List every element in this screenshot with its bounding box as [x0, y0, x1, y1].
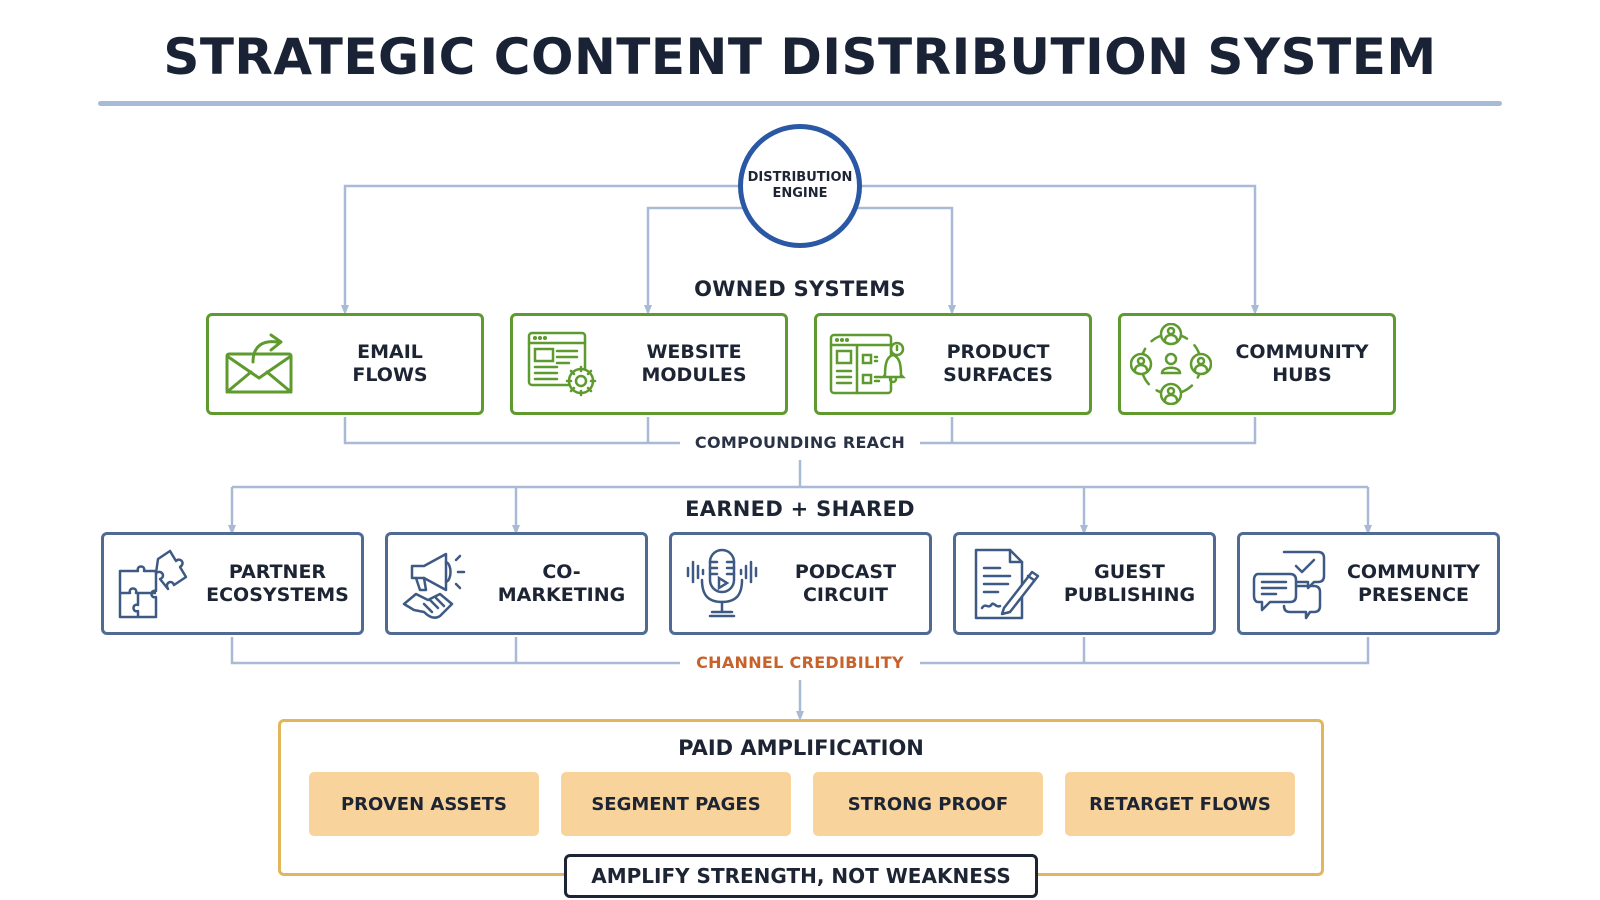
connector-engine-email: [341, 184, 740, 315]
compounding-reach-label: COMPOUNDING REACH: [686, 433, 914, 452]
people-network-icon: [1121, 316, 1221, 412]
connector-earned-merge-right: [920, 637, 1370, 665]
document-pen-icon: [956, 535, 1056, 632]
title-divider: [98, 101, 1502, 106]
card-community-hubs[interactable]: COMMUNITY HUBS: [1118, 313, 1396, 415]
card-label: EMAIL FLOWS: [352, 341, 428, 386]
engine-label: DISTRIBUTION ENGINE: [747, 170, 853, 201]
page-title: STRATEGIC CONTENT DISTRIBUTION SYSTEM: [163, 28, 1437, 86]
chat-bubbles-icon: [1240, 535, 1340, 632]
pill-segment-pages[interactable]: SEGMENT PAGES: [561, 772, 791, 836]
pill-retarget-flows[interactable]: RETARGET FLOWS: [1065, 772, 1295, 836]
card-co-marketing[interactable]: CO-MARKETING: [385, 532, 648, 635]
paid-amplification-heading: PAID AMPLIFICATION: [678, 736, 924, 760]
owned-systems-heading: OWNED SYSTEMS: [694, 277, 906, 301]
channel-credibility-label: CHANNEL CREDIBILITY: [688, 653, 912, 672]
envelope-forward-icon: [209, 316, 309, 412]
pill-proven-assets[interactable]: PROVEN ASSETS: [309, 772, 539, 836]
pill-strong-proof[interactable]: STRONG PROOF: [813, 772, 1043, 836]
card-guest-publishing[interactable]: GUEST PUBLISHING: [953, 532, 1216, 635]
card-website-modules[interactable]: WEBSITE MODULES: [510, 313, 788, 415]
webpage-gear-icon: [513, 316, 613, 412]
card-community-presence[interactable]: COMMUNITY PRESENCE: [1237, 532, 1500, 635]
connector-engine-community-hubs: [860, 184, 1259, 315]
distribution-engine-node[interactable]: DISTRIBUTION ENGINE: [738, 124, 862, 248]
paid-amplification-panel: PAID AMPLIFICATION PROVEN ASSETS SEGMENT…: [278, 719, 1324, 876]
card-podcast-circuit[interactable]: PODCAST CIRCUIT: [669, 532, 932, 635]
card-label: PODCAST CIRCUIT: [794, 560, 897, 606]
connector-earned-merge-left: [230, 637, 680, 665]
puzzle-pieces-icon: [104, 535, 204, 632]
card-product-surfaces[interactable]: PRODUCT SURFACES: [814, 313, 1092, 415]
microphone-icon: [672, 535, 772, 632]
tagline-banner: AMPLIFY STRENGTH, NOT WEAKNESS: [564, 854, 1038, 898]
card-label: COMMUNITY PRESENCE: [1346, 560, 1481, 606]
card-partner-ecosystems[interactable]: PARTNER ECOSYSTEMS: [101, 532, 364, 635]
card-email-flows[interactable]: EMAIL FLOWS: [206, 313, 484, 415]
card-label: WEBSITE MODULES: [641, 341, 747, 386]
card-label: GUEST PUBLISHING: [1063, 560, 1196, 606]
connector-owned-merge-left: [343, 417, 680, 445]
card-label: PARTNER ECOSYSTEMS: [206, 560, 349, 606]
card-label: COMMUNITY HUBS: [1235, 341, 1369, 386]
megaphone-handshake-icon: [388, 535, 488, 632]
connector-engine-website: [644, 206, 748, 315]
connector-owned-merge-right: [920, 417, 1257, 445]
earned-shared-heading: EARNED + SHARED: [685, 497, 915, 521]
connector-engine-product: [852, 206, 956, 315]
app-window-bell-icon: [817, 316, 917, 412]
card-label: CO-MARKETING: [497, 560, 626, 606]
card-label: PRODUCT SURFACES: [943, 341, 1053, 386]
